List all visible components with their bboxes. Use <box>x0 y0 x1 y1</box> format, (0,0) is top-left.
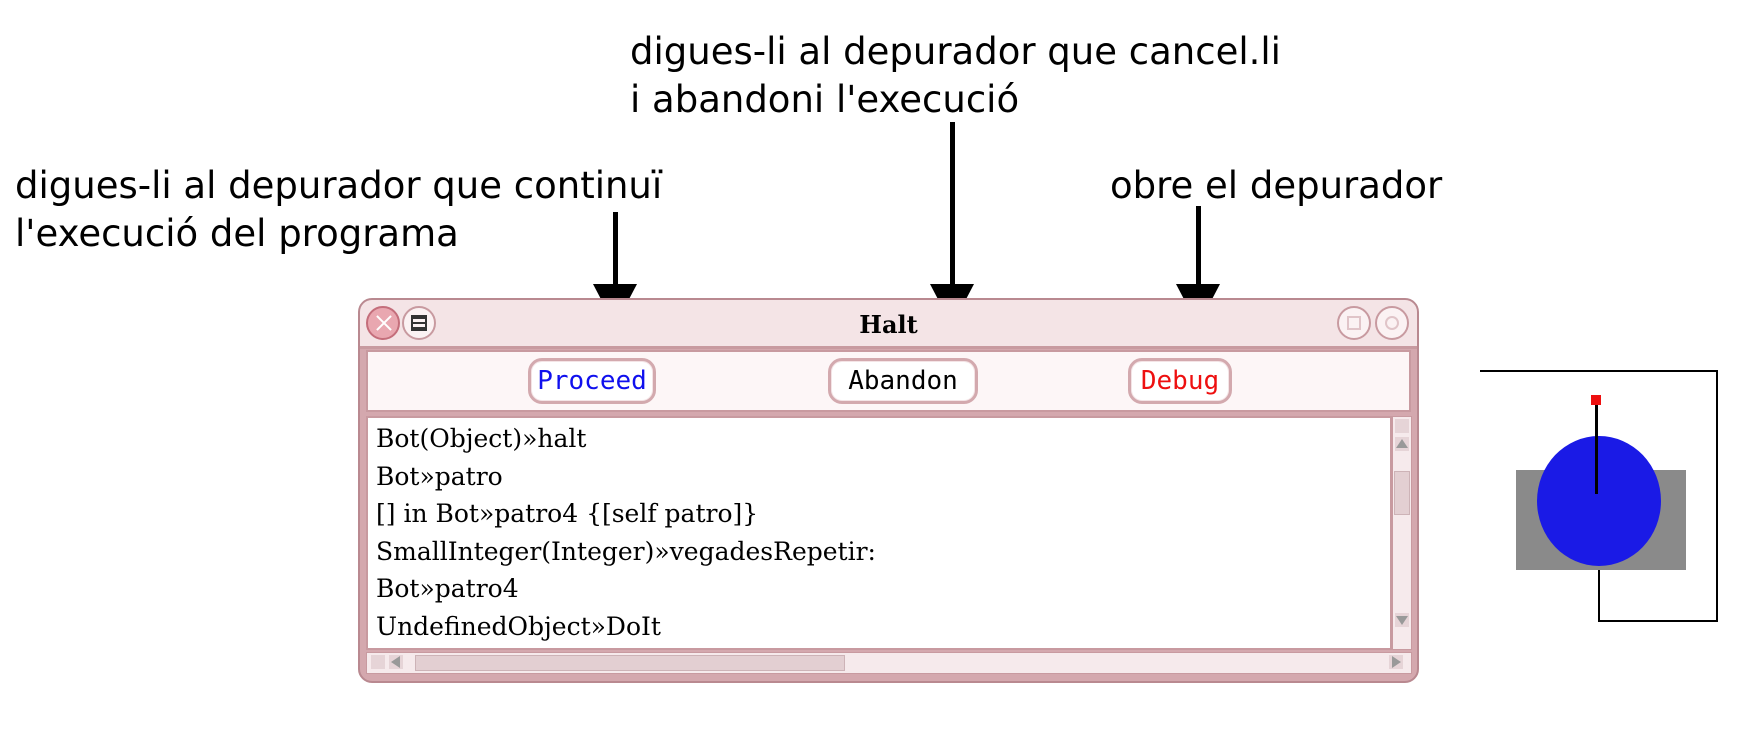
robot-world <box>1480 370 1720 622</box>
list-item[interactable]: Bot»patro4 <box>376 574 519 603</box>
collapse-icon[interactable] <box>1337 306 1371 340</box>
window-menu-icon[interactable] <box>402 306 436 340</box>
list-item[interactable]: Bot(Object)»halt <box>376 424 587 453</box>
stack-trace-list[interactable]: Bot(Object)»halt Bot»patro [] in Bot»pat… <box>366 416 1392 650</box>
horizontal-scrollbar[interactable] <box>366 652 1412 674</box>
hscroll-menu-icon[interactable] <box>371 655 385 669</box>
trail-line <box>1480 370 1718 372</box>
vertical-scroll-thumb[interactable] <box>1394 471 1410 515</box>
robot-icon[interactable] <box>1537 436 1661 566</box>
scroll-down-icon[interactable] <box>1395 613 1409 627</box>
horizontal-scroll-thumb[interactable] <box>415 655 845 671</box>
expand-icon[interactable] <box>1375 306 1409 340</box>
scroll-menu-icon[interactable] <box>1395 419 1409 433</box>
scroll-left-icon[interactable] <box>389 655 403 669</box>
debug-button[interactable]: Debug <box>1128 358 1232 404</box>
list-item[interactable]: SmallInteger(Integer)»vegadesRepetir: <box>376 536 876 566</box>
trail-line <box>1716 370 1718 622</box>
list-item[interactable]: Bot»patro <box>376 461 503 491</box>
annotation-debug: obre el depurador <box>1110 164 1443 207</box>
vertical-scrollbar[interactable] <box>1392 416 1412 650</box>
robot-head-icon <box>1591 395 1601 405</box>
close-icon[interactable] <box>366 306 400 340</box>
annotation-abandon: digues-li al depurador que cancel.li i a… <box>630 30 1281 121</box>
button-bar: Proceed Abandon Debug <box>366 350 1411 412</box>
list-item[interactable]: UndefinedObject»DoIt <box>376 611 661 641</box>
scroll-right-icon[interactable] <box>1389 655 1403 669</box>
title-bar[interactable]: Halt <box>360 300 1417 349</box>
proceed-button[interactable]: Proceed <box>528 358 656 404</box>
window-title: Halt <box>859 310 918 339</box>
annotation-proceed: digues-li al depurador que continuï l'ex… <box>15 164 663 255</box>
scroll-up-icon[interactable] <box>1395 437 1409 451</box>
robot-pen <box>1595 398 1598 494</box>
trail-line <box>1598 620 1718 622</box>
halt-window: Halt Proceed Abandon Debug Bot(Object)»h… <box>358 298 1419 683</box>
abandon-button[interactable]: Abandon <box>828 358 978 404</box>
list-item[interactable]: [] in Bot»patro4 {[self patro]} <box>376 499 759 528</box>
